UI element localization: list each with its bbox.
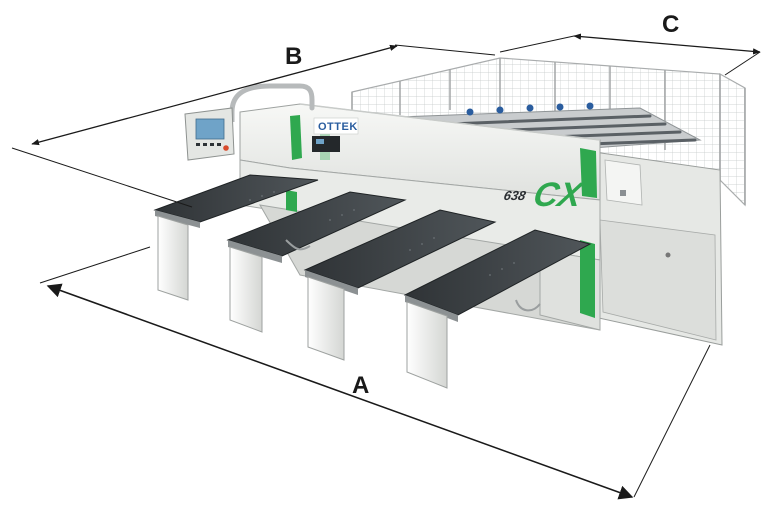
dimension-b-line xyxy=(31,44,398,146)
emergency-stop-icon xyxy=(223,145,229,151)
control-screen xyxy=(195,118,225,140)
dimension-a-label: A xyxy=(352,372,369,399)
model-suffix-text: CX xyxy=(530,176,587,214)
brand-logo-text: OTTEK xyxy=(318,121,358,133)
dimension-a-line xyxy=(46,283,634,500)
side-cabinet xyxy=(579,149,723,346)
dimension-c-label: C xyxy=(662,11,679,38)
model-prefix-text: 638 xyxy=(502,188,528,203)
dimension-c-line xyxy=(573,33,761,55)
model-badge: 638 CX xyxy=(502,176,587,214)
dimension-b-label: B xyxy=(285,43,302,70)
dimension-lines: B C A xyxy=(11,11,761,500)
